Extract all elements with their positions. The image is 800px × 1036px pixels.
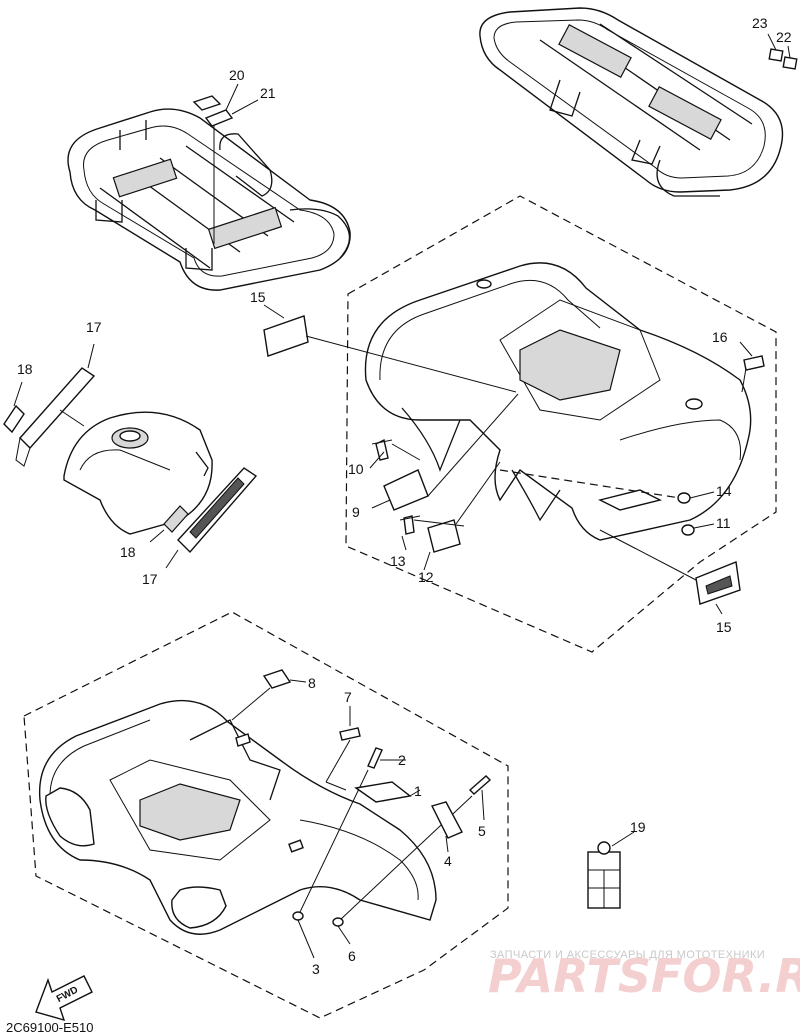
callout-19: 19 (630, 819, 646, 835)
callout-15-lower: 15 (716, 619, 732, 635)
watermark-brand: PARTSFOR.RU (488, 949, 800, 1003)
part-19 (587, 831, 635, 909)
callout-labels: 20 21 23 22 15 16 17 18 10 9 14 11 13 12… (17, 15, 792, 977)
callout-11: 11 (716, 515, 731, 531)
watermark-tagline: ЗАПЧАСТИ И АКСЕССУАРЫ ДЛЯ МОТОТЕХНИКИ (490, 949, 765, 961)
callout-16: 16 (712, 329, 728, 345)
part-2 (299, 747, 406, 913)
part-11-14 (499, 469, 715, 536)
callout-1: 1 (414, 783, 422, 799)
callout-10: 10 (348, 461, 364, 477)
callout-6: 6 (348, 948, 356, 964)
part-18-upper (3, 381, 25, 434)
part-1 (354, 781, 421, 803)
callout-4: 4 (444, 853, 452, 869)
part-16 (739, 341, 765, 393)
part-17-upper (15, 343, 96, 467)
callout-12: 12 (418, 569, 434, 585)
callout-17-lower: 17 (142, 571, 158, 587)
front-fender (38, 699, 437, 935)
callout-9: 9 (352, 504, 360, 520)
callout-14: 14 (716, 483, 732, 499)
part-17-lower-decal (165, 467, 258, 569)
rear-carrier-rack (479, 7, 784, 197)
labels-22-23 (767, 33, 798, 70)
fwd-arrow: FWD (35, 975, 93, 1022)
front-fender-assembly-outline (23, 611, 509, 1019)
rear-fender (364, 262, 752, 541)
drawing-code: 2C69100-E510 (6, 1020, 93, 1035)
labels-20-21 (192, 83, 259, 244)
callout-20: 20 (229, 67, 245, 83)
part-3-6 (292, 911, 351, 959)
callout-21: 21 (260, 85, 276, 101)
callout-22: 22 (776, 29, 792, 45)
part-7 (325, 706, 361, 791)
tank-cover (63, 411, 213, 535)
callout-8: 8 (308, 675, 316, 691)
callout-5: 5 (478, 823, 486, 839)
part-18-lower (149, 505, 189, 543)
part-15-upper (263, 304, 517, 393)
callout-3: 3 (312, 961, 320, 977)
callout-7: 7 (344, 689, 352, 705)
callout-2: 2 (398, 752, 406, 768)
callout-13: 13 (390, 553, 406, 569)
part-15-lower-decal (599, 529, 741, 615)
callout-23: 23 (752, 15, 768, 31)
callout-18-lower: 18 (120, 544, 136, 560)
front-carrier-rack (67, 108, 351, 291)
watermark: PARTSFOR.RU ЗАПЧАСТИ И АКСЕССУАРЫ ДЛЯ МО… (488, 949, 800, 1003)
part-9-10 (369, 393, 519, 511)
callout-17-upper: 17 (86, 319, 102, 335)
part-8 (231, 669, 307, 721)
part-4 (430, 801, 463, 853)
callout-15-upper: 15 (250, 289, 266, 305)
part-12-13 (399, 461, 501, 571)
rear-fender-assembly-outline (345, 195, 777, 653)
callout-18-upper: 18 (17, 361, 33, 377)
